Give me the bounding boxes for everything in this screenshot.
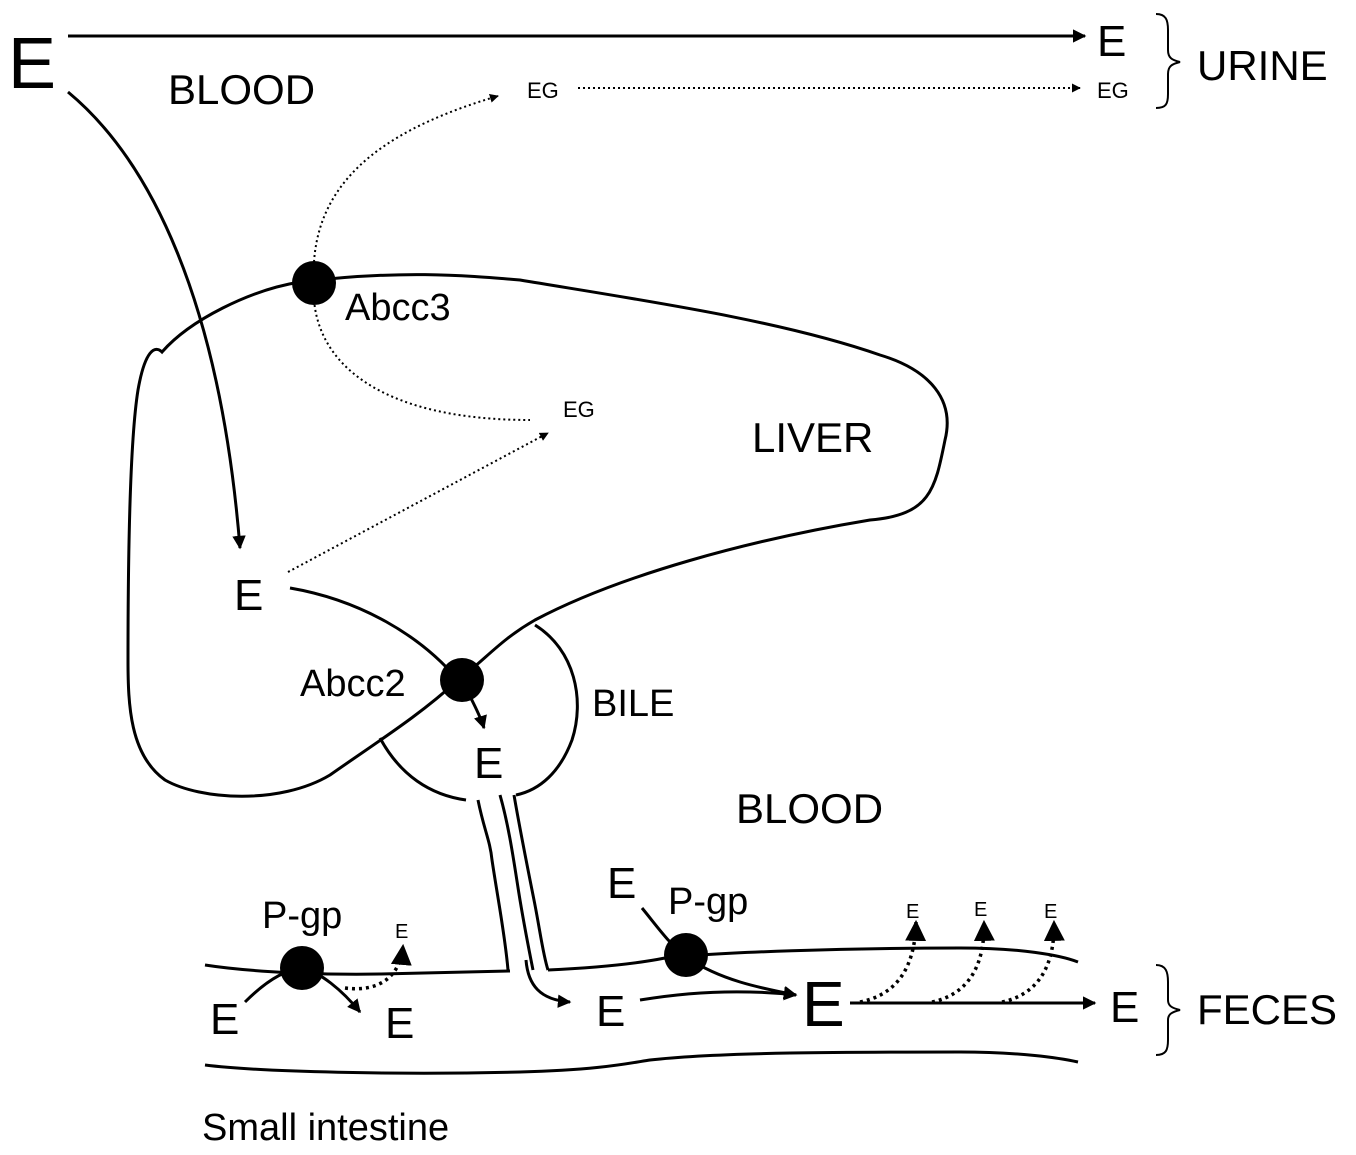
feces-brace [1156,965,1180,1055]
bile-sac-outline [380,738,466,800]
urine-brace [1156,14,1180,108]
blood-eg-label: EG [527,78,559,103]
liver-outline [128,275,947,797]
pgp-right-label: P-gp [668,881,748,923]
lumen-e-from-bile-label: E [596,987,625,1036]
blood-top-label: BLOOD [168,66,315,113]
pgp-left-reabsorbed-e-label: E [395,921,408,943]
bile-label: BILE [592,683,674,725]
urine-label: URINE [1197,42,1328,89]
pgp-left-transporter [280,946,324,990]
e-to-e-intestine-arrow [640,992,796,1000]
pgp-right-transporter [664,933,708,977]
abcc3-to-blood-dotted-arrow [314,96,498,262]
feces-drug-label: E [1110,983,1139,1032]
reabsorption-dotted-arrow-2 [932,922,984,1002]
abcc2-label: Abcc2 [300,663,406,705]
liver-label: LIVER [752,414,873,461]
reabsorbed-e-label-2: E [974,899,987,921]
intestine-upper-wall-right [548,948,1078,970]
intestine-upper-wall-left [205,965,510,974]
intestine-lower-wall [205,1052,1078,1073]
lumen-e-left-label: E [385,999,414,1048]
blood-drug-label: E [8,24,56,104]
enterocyte-e-label: E [210,995,239,1044]
bile-duct-outer-wall [514,795,548,970]
bile-drug-label: E [474,739,503,788]
pgp-left-label: P-gp [262,895,342,937]
feces-label: FECES [1197,986,1337,1033]
liver-eg-label: EG [563,397,595,422]
e-to-eg-dotted-arrow [288,433,548,572]
reabsorption-dotted-arrow-3 [1002,922,1054,1002]
small-intestine-label: Small intestine [202,1107,449,1149]
urine-drug-label: E [1097,17,1126,66]
blood-lower-label: BLOOD [736,785,883,832]
abcc3-label: Abcc3 [345,287,451,329]
bile-duct-left-wall [478,800,508,970]
urine-eg-label: EG [1097,78,1129,103]
liver-drug-label: E [234,571,263,620]
lumen-e-large-label: E [802,968,845,1040]
reabsorbed-e-label-3: E [1044,901,1057,923]
abcc3-transporter [292,261,336,305]
reabsorption-dotted-arrow-1 [860,922,916,1002]
reabsorbed-e-label-1: E [906,901,919,923]
pgp-left-dotted-arrow [345,946,403,989]
bile-sac-outline-right [516,625,577,795]
pgp-right-drug-label: E [607,859,636,908]
blood-to-liver-arrow [68,92,240,548]
abcc2-transporter [440,658,484,702]
